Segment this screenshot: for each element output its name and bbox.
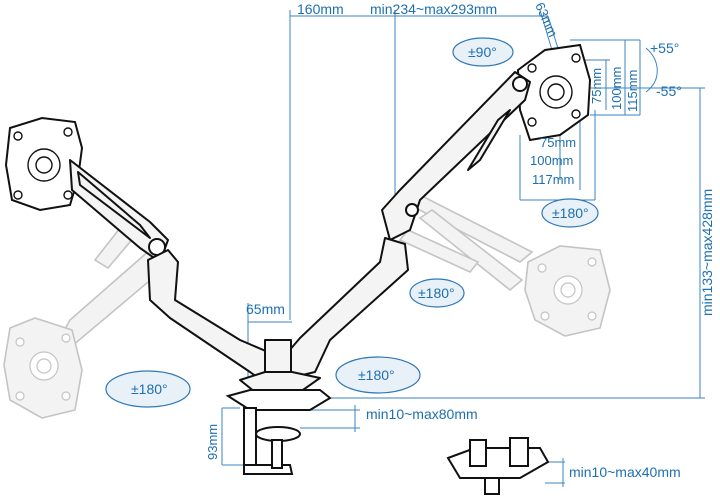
label-desk-clamp: min10~max80mm — [366, 406, 478, 422]
ghost-right-monitor-plate — [524, 245, 611, 337]
ghost-right-arm — [398, 194, 534, 292]
ghost-left-monitor-plate — [3, 317, 83, 419]
left-monitor-plate — [4, 116, 84, 212]
left-upper-arm — [69, 159, 169, 263]
grommet-mount — [446, 437, 550, 495]
label-rot-90: ±90° — [468, 44, 497, 60]
label-grommet: min10~max40mm — [569, 464, 681, 480]
right-monitor-plate — [516, 43, 592, 142]
label-tilt-up: +55° — [650, 40, 679, 56]
label-tilt-down: -55° — [656, 83, 682, 99]
right-forearm — [287, 237, 409, 379]
right-upper-arm — [381, 71, 531, 241]
label-height-range: min133~max428mm — [699, 189, 715, 316]
label-vesa-75-h: 75mm — [540, 135, 576, 150]
desk-clamp — [225, 389, 332, 475]
label-vesa-75-v: 75mm — [589, 68, 604, 104]
rotation-ellipse-base-right — [335, 356, 421, 394]
label-vesa-100-h: 100mm — [530, 153, 573, 168]
rotation-ellipse-base-left — [105, 370, 191, 408]
label-vesa-117-h: 117mm — [532, 172, 574, 187]
rotation-ellipse-90 — [452, 37, 514, 67]
label-elbow-right: ±180° — [418, 285, 455, 301]
label-93mm: 93mm — [205, 424, 220, 460]
label-63mm: 63mm — [532, 0, 560, 39]
left-forearm — [147, 249, 269, 386]
rotation-ellipse-swivel-right — [541, 198, 599, 228]
label-160mm: 160mm — [297, 1, 344, 17]
label-vesa-115-v: 115mm — [625, 70, 640, 112]
label-arm-range: min234~max293mm — [370, 1, 497, 17]
label-base-left: ±180° — [131, 381, 168, 397]
label-vesa-100-v: 100mm — [609, 67, 624, 110]
label-swivel-right: ±180° — [552, 205, 589, 221]
rotation-ellipse-elbow-right — [409, 278, 465, 308]
tilt-arrows — [645, 47, 658, 93]
label-65mm: 65mm — [246, 301, 285, 317]
label-base-right: ±180° — [358, 367, 395, 383]
